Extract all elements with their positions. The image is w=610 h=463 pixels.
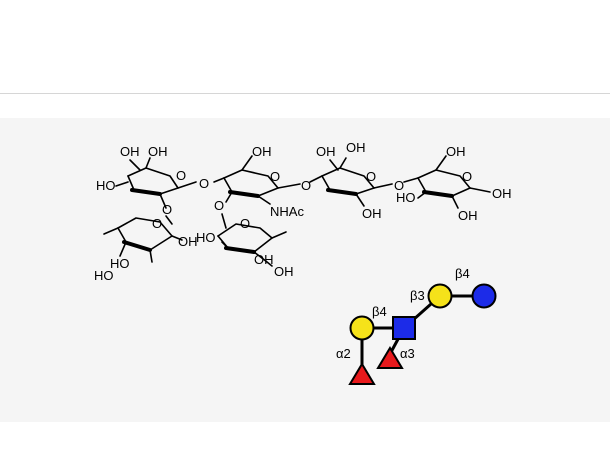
label-ring-oxygen: O bbox=[462, 169, 472, 184]
label-glycosidic-oxygen: O bbox=[214, 198, 224, 213]
label-oh: OH bbox=[492, 186, 512, 201]
label-oh: OH bbox=[362, 206, 382, 221]
label-oh: OH bbox=[178, 234, 198, 249]
label-ring-oxygen: O bbox=[152, 216, 162, 231]
linkage-label: α2 bbox=[336, 346, 351, 361]
glcnac-square-icon bbox=[392, 316, 416, 340]
label-oh: OH bbox=[252, 144, 272, 159]
label-oh: OH bbox=[274, 264, 294, 279]
label-ho: HO bbox=[94, 268, 114, 283]
fucose-ring-2 bbox=[217, 213, 287, 267]
snfg-glycan: β4 β3 β4 α2 α3 bbox=[336, 266, 497, 385]
label-oh: OH bbox=[446, 144, 466, 159]
linkage-label: β4 bbox=[455, 266, 470, 281]
label-ring-oxygen: O bbox=[176, 168, 186, 183]
galactose-circle-icon bbox=[349, 315, 375, 341]
label-oh: OH bbox=[254, 252, 274, 267]
header-divider bbox=[0, 93, 610, 94]
linkage-label: β4 bbox=[372, 304, 387, 319]
label-ring-oxygen: O bbox=[270, 169, 280, 184]
empty-header-area bbox=[0, 0, 610, 93]
glycan-structure-figure: OH OH HO O O OH O O NHAc OH OH O O OH O … bbox=[94, 140, 512, 385]
label-nhac: NHAc bbox=[270, 204, 304, 219]
label-ho: HO bbox=[196, 230, 216, 245]
ring-1 bbox=[115, 157, 197, 209]
glucose-circle-icon bbox=[471, 283, 497, 309]
label-oh: OH bbox=[458, 208, 478, 223]
label-ho: HO bbox=[96, 178, 116, 193]
label-ho: HO bbox=[396, 190, 416, 205]
label-oh: OH bbox=[316, 144, 336, 159]
label-ring-oxygen: O bbox=[240, 216, 250, 231]
chemical-structure bbox=[103, 155, 491, 267]
structure-panel bbox=[0, 118, 610, 422]
fucose-triangle-icon bbox=[348, 362, 376, 385]
ring-2 bbox=[213, 155, 301, 205]
empty-footer-area bbox=[0, 422, 610, 463]
label-oh: OH bbox=[120, 144, 140, 159]
label-ho: HO bbox=[110, 256, 130, 271]
chemical-labels: OH OH HO O O OH O O NHAc OH OH O O OH O … bbox=[94, 140, 512, 283]
linkage-label: β3 bbox=[410, 288, 425, 303]
label-glycosidic-oxygen: O bbox=[199, 176, 209, 191]
label-ring-oxygen: O bbox=[366, 169, 376, 184]
label-glycosidic-oxygen: O bbox=[301, 178, 311, 193]
galactose-circle-icon bbox=[427, 283, 453, 309]
label-oh: OH bbox=[148, 144, 168, 159]
ring-4 bbox=[403, 155, 491, 209]
linkage-label: α3 bbox=[400, 346, 415, 361]
fucose-ring-1 bbox=[103, 215, 183, 263]
fucose-triangle-icon bbox=[376, 346, 404, 369]
label-glycosidic-oxygen: O bbox=[394, 178, 404, 193]
label-oh: OH bbox=[346, 140, 366, 155]
label-glycosidic-oxygen: O bbox=[162, 202, 172, 217]
ring-3 bbox=[309, 157, 393, 207]
